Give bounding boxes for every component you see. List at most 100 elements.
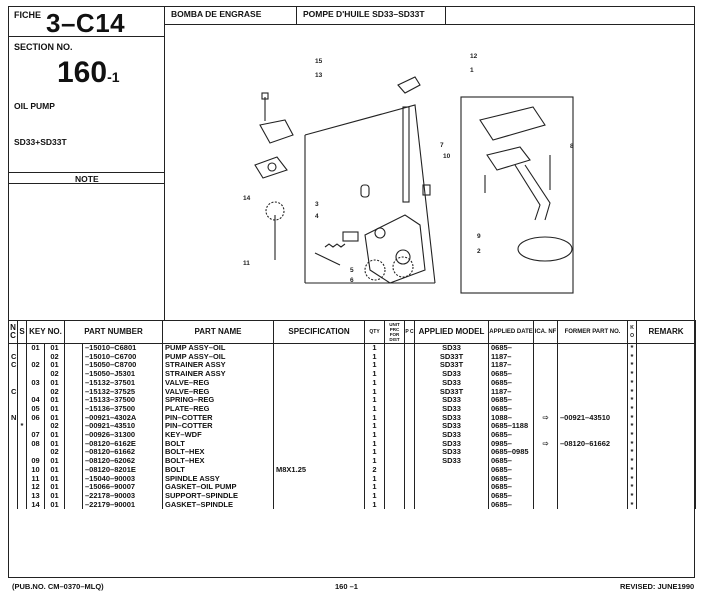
cell-date: 0685– (488, 404, 535, 414)
cell-name: KEY–WDF (162, 431, 275, 440)
cell-ica: ⇨ (533, 413, 559, 423)
cell-s (17, 404, 27, 414)
cell-n (8, 448, 18, 458)
cell-spec (273, 491, 366, 501)
cell-n (8, 500, 18, 510)
cell-pn: –08120–61662 (81, 448, 164, 458)
cell-former (557, 387, 629, 397)
cell-name: PIN–COTTER (162, 422, 275, 432)
cell-key: 10 (26, 465, 45, 475)
cell-name: SPRING–REG (162, 396, 275, 405)
cell-name: GASKET–SPINDLE (162, 500, 275, 510)
cell-empty (64, 500, 83, 510)
cell-pn: –00921–4302A (81, 413, 164, 423)
cell-s (17, 439, 27, 449)
cell-s (17, 491, 27, 501)
cell-name: STRAINER ASSY (162, 361, 275, 371)
cell-sub: 01 (44, 465, 65, 475)
cell-s (17, 378, 27, 388)
cell-name: PLATE–REG (162, 404, 275, 414)
cell-key (26, 370, 45, 379)
cell-empty (64, 483, 83, 492)
cell-pn: –15050–C8700 (81, 361, 164, 371)
cell-empty (384, 457, 406, 466)
cell-empty (404, 500, 416, 510)
cell-pn: –15136–37500 (81, 404, 164, 414)
cell-empty (64, 361, 83, 371)
cell-former (557, 378, 629, 388)
cell-model: SD33T (414, 352, 490, 362)
cell-key (26, 352, 45, 362)
cell-ko: * (627, 491, 638, 501)
cell-empty (404, 465, 416, 475)
cell-empty (636, 404, 697, 414)
cell-name: BOLT (162, 439, 275, 449)
cell-empty (404, 422, 416, 432)
cell-key: 07 (26, 431, 45, 440)
cell-ko: * (627, 378, 638, 388)
cell-n (8, 370, 18, 379)
cell-key: 04 (26, 396, 45, 405)
cell-spec (273, 404, 366, 414)
cell-qty: 1 (364, 491, 386, 501)
cell-key (26, 448, 45, 458)
cell-empty (64, 396, 83, 405)
cell-name: PUMP ASSY–OIL (162, 352, 275, 362)
cell-sub: 01 (44, 483, 65, 492)
section-number: 160-1 (57, 56, 120, 89)
cell-empty (636, 413, 697, 423)
cell-n (8, 378, 18, 388)
cell-key: 01 (26, 343, 45, 353)
cell-empty (384, 387, 406, 397)
cell-empty (636, 474, 697, 484)
page-number: 160 –1 (335, 582, 358, 591)
cell-key (26, 422, 45, 432)
parts-table: N C S KEY NO. PART NUMBER PART NAME SPEC… (8, 320, 697, 510)
cell-former: –00921–43510 (557, 413, 629, 423)
cell-date: 1187– (488, 387, 535, 397)
spanish-title: BOMBA DE ENGRASE (171, 9, 262, 19)
cell-former (557, 431, 629, 440)
divider (8, 183, 165, 184)
cell-empty (404, 387, 416, 397)
cell-former (557, 500, 629, 510)
cell-key: 05 (26, 404, 45, 414)
cell-empty (636, 387, 697, 397)
cell-former (557, 448, 629, 458)
cell-n (8, 457, 18, 466)
col-ns: N C (8, 320, 18, 344)
cell-former (557, 457, 629, 466)
cell-ica (533, 500, 559, 510)
col-specification: SPECIFICATION (273, 320, 366, 344)
cell-empty (636, 352, 697, 362)
cell-ica (533, 483, 559, 492)
cell-model: SD33 (414, 413, 490, 423)
cell-model: SD33 (414, 378, 490, 388)
cell-key: 02 (26, 361, 45, 371)
cell-empty (636, 343, 697, 353)
cell-sub: 01 (44, 457, 65, 466)
cell-s: * (17, 422, 27, 432)
cell-qty: 1 (364, 361, 386, 371)
cell-name: STRAINER ASSY (162, 370, 275, 379)
cell-empty (636, 378, 697, 388)
cell-empty (64, 343, 83, 353)
cell-ko: * (627, 448, 638, 458)
cell-former (557, 361, 629, 371)
cell-ko: * (627, 370, 638, 379)
cell-model: SD33 (414, 370, 490, 379)
cell-ica (533, 352, 559, 362)
cell-qty: 1 (364, 396, 386, 405)
cell-pn: –15010–C6801 (81, 343, 164, 353)
callout-13: 13 (315, 72, 323, 79)
col-ko: K O (627, 320, 638, 344)
cell-empty (384, 413, 406, 423)
callout-12: 12 (470, 53, 478, 60)
cell-qty: 1 (364, 439, 386, 449)
